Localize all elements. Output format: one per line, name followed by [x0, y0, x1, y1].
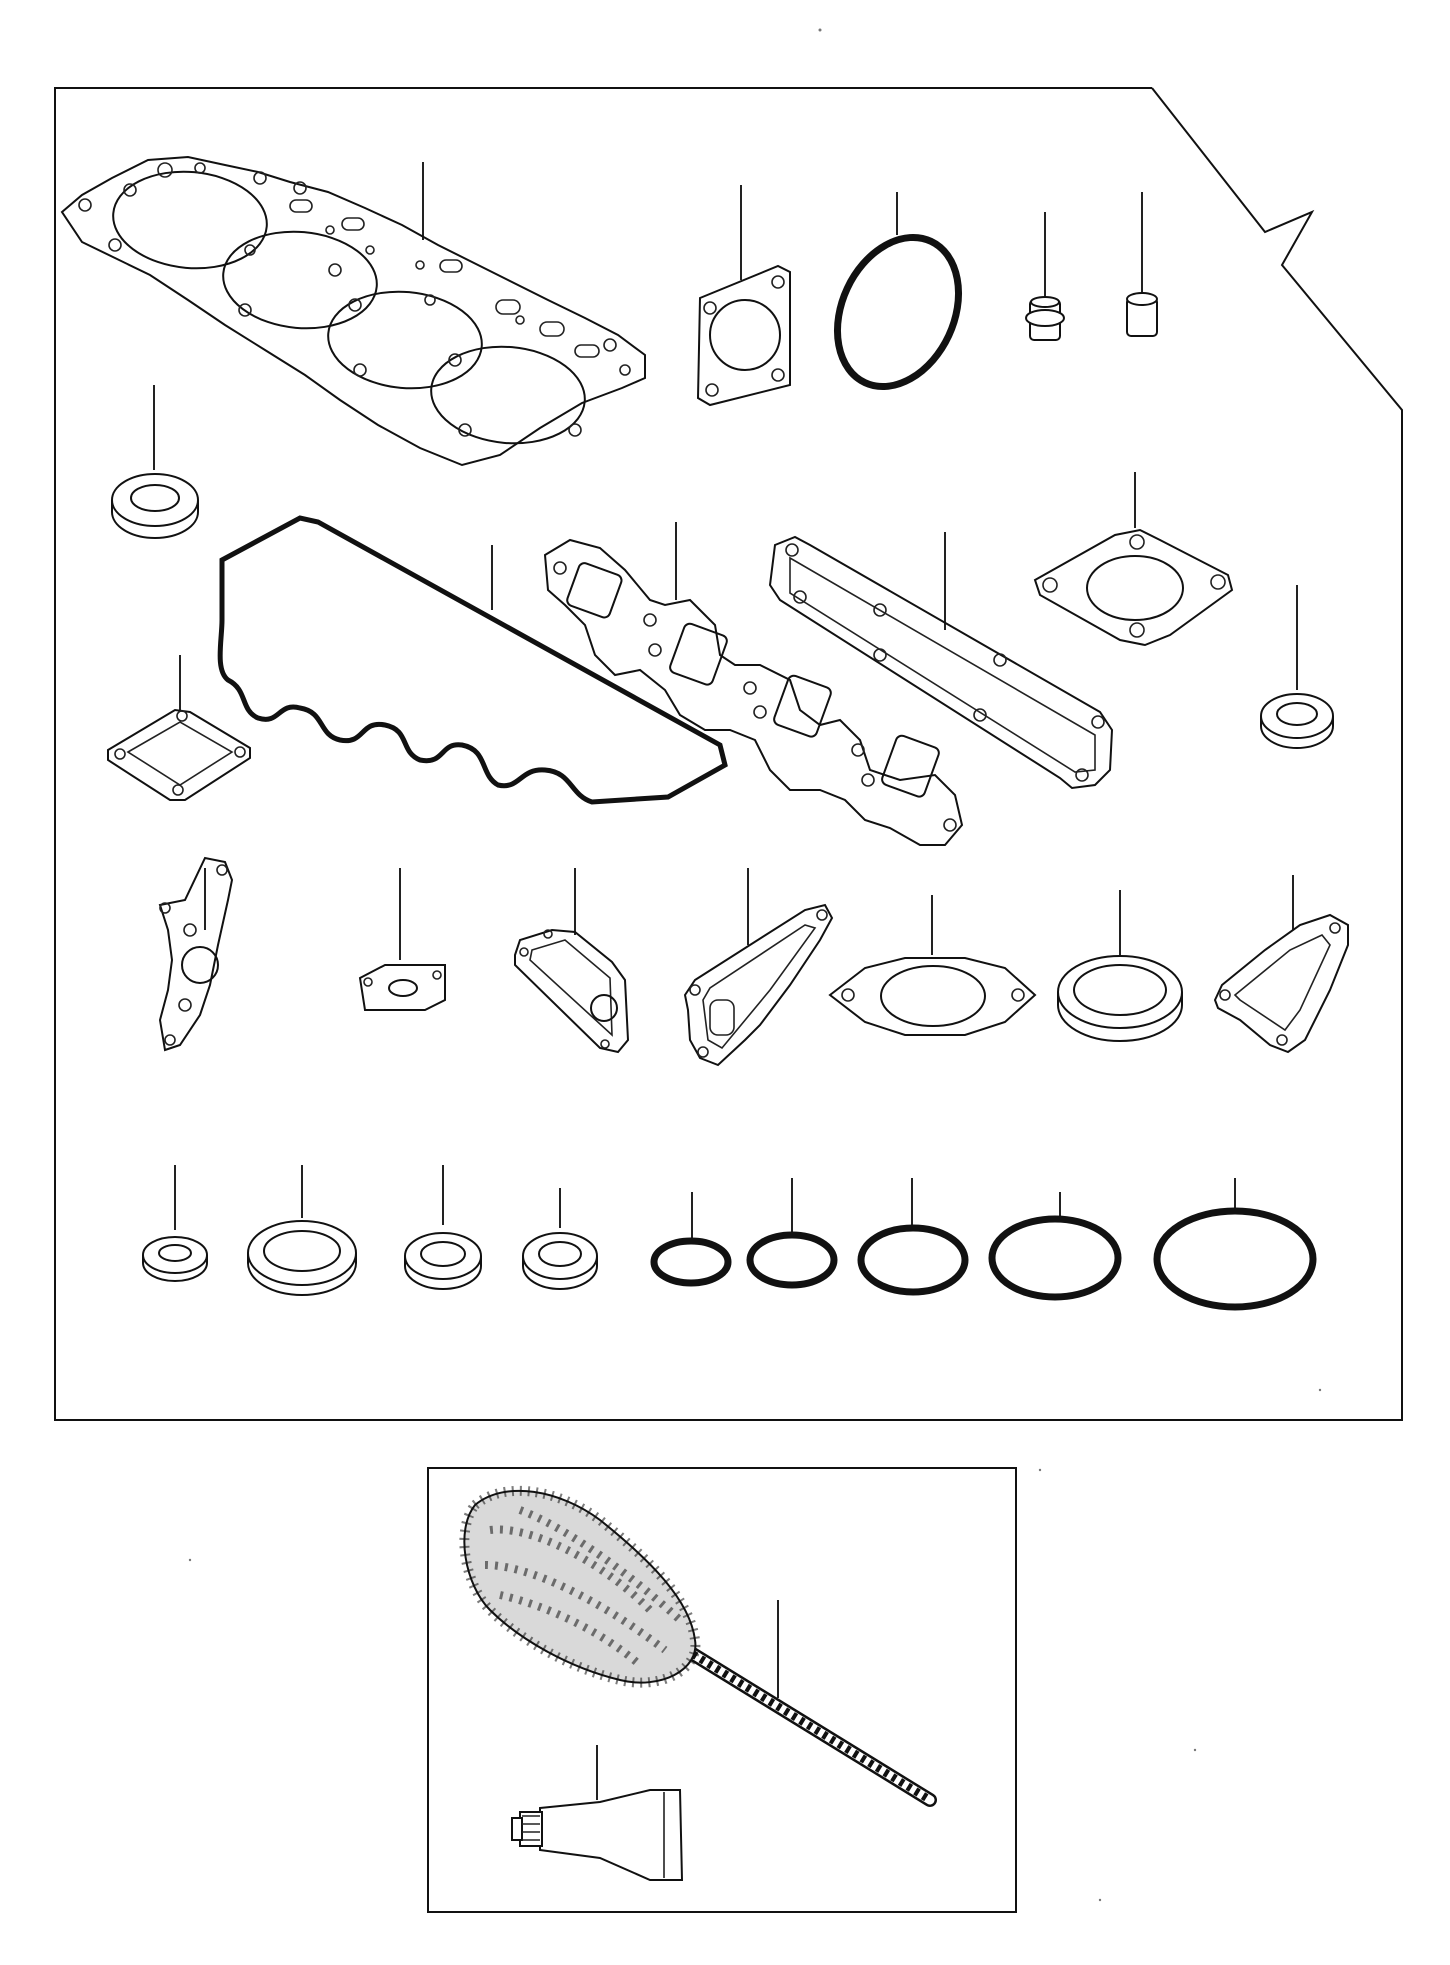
sealant-tube	[511, 1745, 684, 1881]
cylinder-head-gasket	[60, 155, 646, 467]
o-ring-5	[1153, 1178, 1317, 1311]
flange-gasket-small-diamond	[107, 655, 251, 801]
gasket-kit-panel	[54, 87, 1403, 1421]
o-ring-4	[988, 1192, 1122, 1301]
cylinder-cleaning-brush	[459, 1485, 937, 1807]
outlet-housing-gasket	[1213, 875, 1349, 1054]
intake-manifold-gasket	[768, 532, 1114, 790]
water-pump-gasket	[158, 856, 234, 1052]
o-ring-1	[650, 1192, 732, 1287]
sealing-ring-large	[1057, 890, 1183, 1042]
rocker-cover-gasket	[217, 515, 728, 805]
sealing-washer-2	[247, 1165, 357, 1296]
flange-gasket-diamond	[1033, 472, 1234, 647]
oil-cooler-gasket	[514, 868, 630, 1054]
flange-gasket-square	[696, 185, 791, 407]
thermostat-gasket-small	[358, 868, 446, 1011]
sealing-washer-3	[404, 1165, 482, 1290]
timing-cover-gasket	[683, 868, 834, 1067]
cleaning-supplies-panel	[427, 1467, 1017, 1913]
oval-flange-gasket	[828, 895, 1037, 1036]
washer-right	[1260, 585, 1334, 749]
cleaning-supplies-panel-border	[427, 1467, 1017, 1913]
scan-noise	[188, 28, 1322, 1902]
exhaust-manifold-gasket	[543, 522, 964, 846]
sleeve-bushing	[1126, 192, 1158, 337]
sealing-washer-1	[142, 1165, 208, 1282]
gasket-kit-panel-border	[54, 87, 1403, 1421]
o-ring-2	[746, 1178, 838, 1289]
o-ring-large-top	[833, 192, 963, 391]
sealing-washer-4	[522, 1188, 598, 1290]
washer-left	[111, 385, 199, 539]
o-ring-3	[857, 1178, 969, 1296]
valve-stem-seal	[1025, 212, 1065, 341]
